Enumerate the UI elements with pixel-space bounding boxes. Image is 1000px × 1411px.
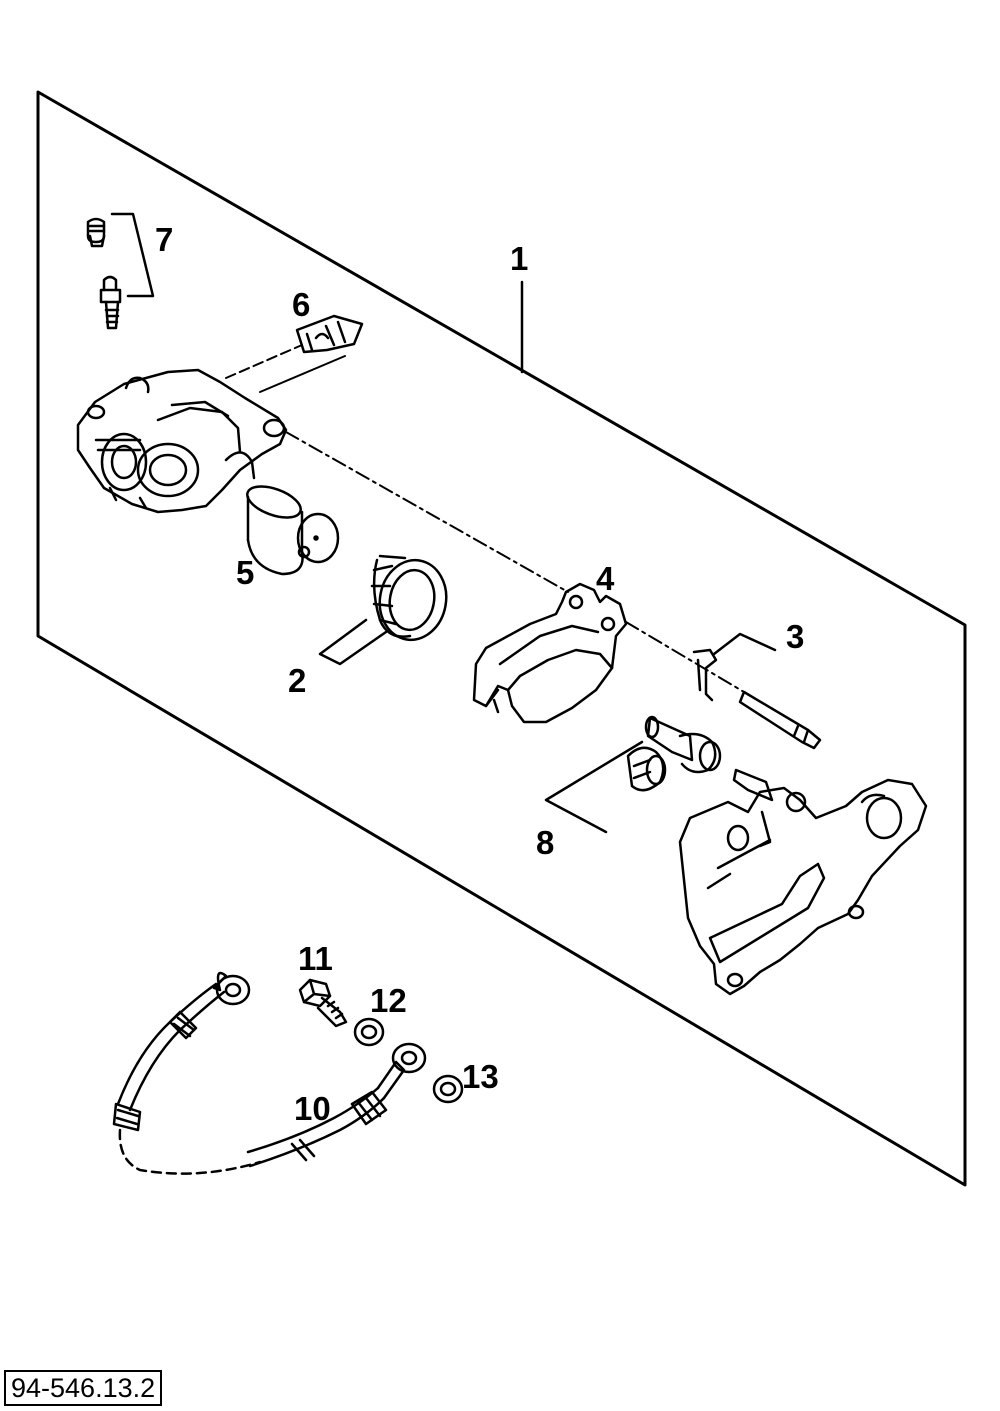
guide-pins-part [626, 715, 774, 802]
guide-line-caliper-pin [285, 431, 569, 593]
banjo-bolt-part [298, 978, 348, 1028]
bracket-7 [110, 212, 155, 298]
callout-12: 12 [370, 982, 407, 1019]
callout-3: 3 [786, 618, 804, 655]
washer-13-part [432, 1074, 464, 1104]
callout-6: 6 [292, 286, 310, 323]
piston-part [246, 485, 340, 576]
callout-13: 13 [462, 1058, 499, 1095]
bracket-2 [318, 618, 388, 666]
drawing-number: 94-546.13.2 [4, 1370, 163, 1406]
callout-7: 7 [155, 221, 173, 258]
pad-spring-part [295, 314, 364, 354]
brake-hose-part [112, 971, 427, 1175]
pad-pin-part [692, 648, 822, 750]
callout-10: 10 [294, 1090, 331, 1127]
caliper-carrier-bracket [678, 778, 928, 996]
callout-1: 1 [510, 240, 528, 277]
brake-pads-part [472, 582, 628, 724]
guide-line-spring-b [259, 355, 346, 393]
bracket-3 [712, 632, 777, 656]
bracket-8 [544, 740, 644, 834]
caliper-body [76, 368, 288, 514]
guide-line-spring [225, 344, 303, 379]
callout-11: 11 [298, 940, 333, 977]
assembly-frame [36, 90, 967, 1187]
bleeder-valve-group [86, 212, 155, 330]
callout-5: 5 [236, 554, 254, 591]
callout-2: 2 [288, 662, 306, 699]
washer-12-part [353, 1017, 385, 1047]
guide-line-pad-pin [625, 621, 745, 693]
seal-kit-part [370, 554, 448, 642]
callout-8: 8 [536, 824, 554, 861]
callout-4: 4 [596, 560, 615, 597]
